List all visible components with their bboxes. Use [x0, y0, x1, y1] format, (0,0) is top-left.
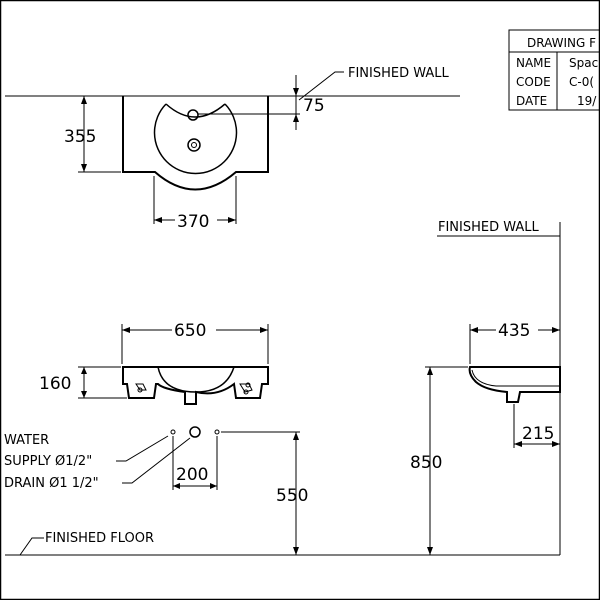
bowl-outline: [153, 103, 238, 175]
dim-width: 650: [174, 321, 206, 341]
title-block: DRAWING F NAME Spac CODE C-0( DATE 19/: [508, 29, 600, 111]
faucet-deck: [165, 103, 226, 118]
title-block-label-date: DATE: [516, 94, 547, 108]
label-finished-wall-side: FINISHED WALL: [438, 220, 540, 235]
front-elevation: 650 160 200 WATER SUPPLY Ø1/2" DRAIN Ø1: [4, 321, 560, 556]
dim-bowl-width: 370: [177, 212, 209, 232]
dim-projection: 435: [498, 321, 530, 341]
drain-point: [189, 426, 201, 438]
drain-hole: [187, 138, 201, 152]
title-block-label-code: CODE: [516, 75, 551, 89]
plan-view: 75 FINISHED WALL 355 370: [5, 66, 460, 232]
label-water: WATER: [4, 433, 49, 448]
side-elevation: FINISHED WALL 435 850 215: [410, 220, 561, 555]
label-water-supply: SUPPLY Ø1/2": [4, 454, 92, 469]
label-finished-floor: FINISHED FLOOR: [45, 531, 154, 546]
dim-supply-height: 550: [276, 486, 308, 506]
dim-drain-offset: 215: [522, 424, 554, 444]
bowl-front-curve: [157, 366, 235, 393]
faucet-hole: [187, 109, 199, 121]
supply-point-right: [214, 429, 220, 435]
dim-supply-spacing: 200: [176, 465, 208, 485]
supply-point-left: [170, 429, 176, 435]
label-drain: DRAIN Ø1 1/2": [4, 476, 99, 491]
basin-plan-outline: [122, 96, 269, 191]
basin-side-outline: [468, 366, 561, 403]
label-finished-wall-top: FINISHED WALL: [348, 66, 450, 81]
title-block-frame: [508, 29, 600, 111]
title-block-value-date: 19/: [577, 94, 597, 108]
dim-depth: 355: [64, 127, 96, 147]
basin-front-outline: [122, 366, 269, 405]
title-block-label-name: NAME: [516, 56, 551, 70]
dim-height: 160: [39, 374, 71, 394]
title-block-value-name: Spac: [569, 56, 598, 70]
dim-wall-offset: 75: [303, 96, 325, 116]
title-block-value-code: C-0(: [569, 75, 594, 89]
dim-mount-height: 850: [410, 453, 442, 473]
title-block-heading: DRAWING F: [527, 36, 596, 50]
